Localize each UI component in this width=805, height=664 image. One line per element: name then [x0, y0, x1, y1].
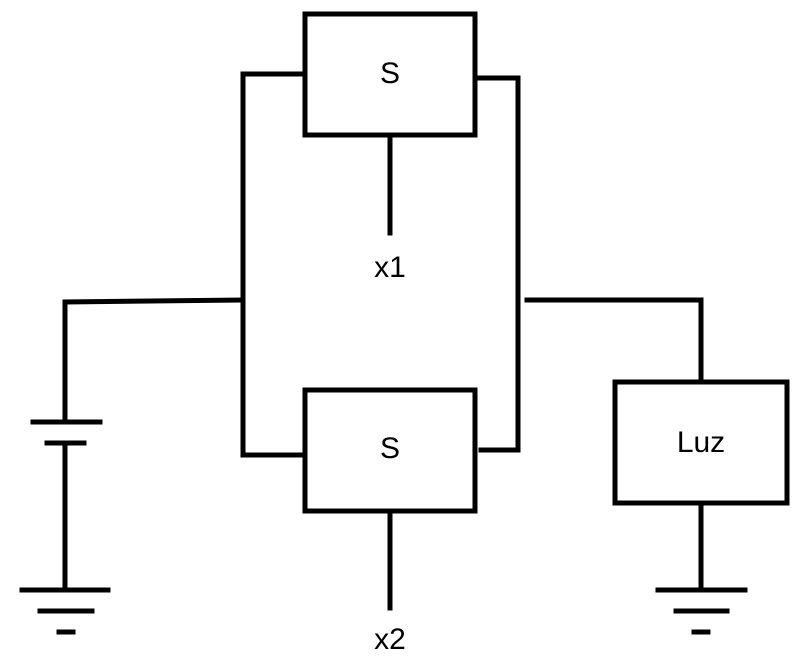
ground-left	[19, 587, 111, 635]
right-bus	[472, 75, 704, 453]
switch-top-box	[302, 11, 478, 138]
left-bus	[62, 71, 308, 458]
wire-top-switch-right	[472, 75, 521, 453]
input-x2-label: x2	[374, 623, 406, 656]
input-x1-label: x1	[374, 251, 406, 284]
lamp-label: Luz	[677, 426, 725, 459]
wire-top-switch-left	[240, 71, 308, 458]
switch-bottom: S x2	[302, 387, 478, 656]
switch-bottom-label: S	[380, 432, 400, 465]
switch-top-label: S	[380, 57, 400, 90]
switch-top: S x1	[302, 11, 478, 284]
wire-battery-to-bus	[62, 297, 246, 425]
battery	[30, 419, 103, 593]
ground-right	[655, 587, 748, 635]
lamp: Luz	[612, 379, 790, 593]
wire-bus-to-lamp	[524, 297, 704, 385]
